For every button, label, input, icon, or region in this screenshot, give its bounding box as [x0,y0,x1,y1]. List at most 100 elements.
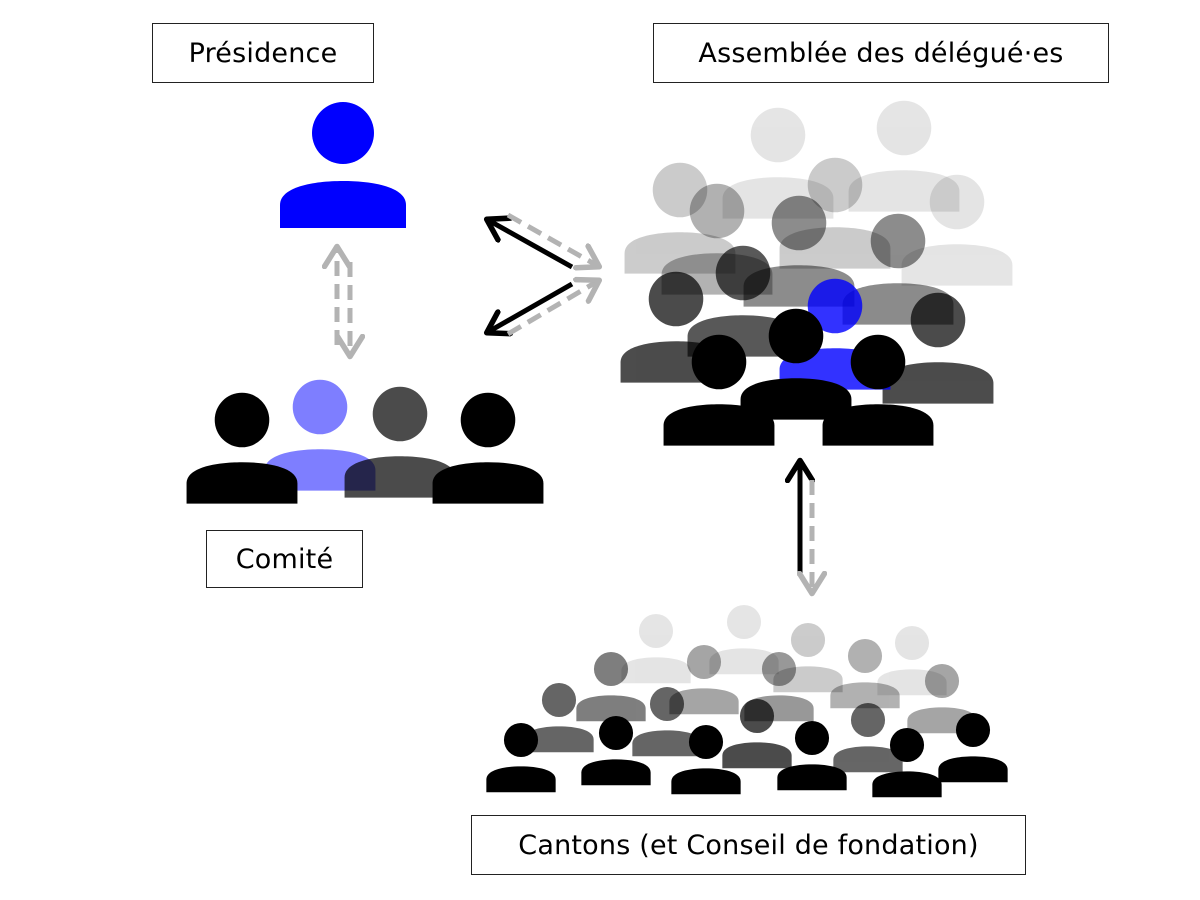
person-icon [901,174,1013,286]
solid-arrow-to-presidence [488,220,574,270]
presidence-label: Présidence [152,23,374,83]
person-icon [576,651,646,722]
person-head [541,682,577,718]
person-head [750,107,806,163]
person-head [688,724,724,760]
person-icon [740,308,852,420]
person-head [807,157,863,213]
person-icon [671,724,741,795]
dashed-arrow-to-assemblee [506,212,598,266]
person-head [870,213,926,269]
person-head [794,720,830,756]
cantons-label: Cantons (et Conseil de fondation) [471,815,1026,875]
person-body [432,462,544,504]
person-body [576,695,646,722]
person-body [740,378,852,420]
comite-person-group [186,379,544,504]
person-body [833,746,903,773]
person-body [779,227,891,269]
person-body [581,759,651,786]
person-body [486,766,556,793]
person-head [739,698,775,734]
person-body [777,764,847,791]
person-icon [581,715,651,786]
person-body [877,669,947,696]
person-body [938,756,1008,783]
person-head [292,379,348,435]
person-head [593,651,629,687]
person-body [722,742,792,769]
person-icon [432,392,544,504]
person-icon [773,622,843,693]
person-icon [848,100,960,212]
person-icon [632,686,702,757]
person-head [638,613,674,649]
presidence-comite-arrow [337,248,350,355]
person-head [652,162,708,218]
solid-arrow-to-comite [488,281,574,332]
person-body [621,657,691,684]
person-icon [722,107,834,219]
person-body [280,181,406,228]
person-head [503,722,539,758]
person-body [632,730,702,757]
person-head [847,638,883,674]
person-head [214,392,270,448]
person-icon [830,638,900,709]
person-head [761,651,797,687]
person-body [524,726,594,753]
person-body [882,362,994,404]
person-body [624,232,736,274]
person-head [929,174,985,230]
presidence-person-group [280,102,406,228]
person-body [344,456,456,498]
person-body [722,177,834,219]
person-head [850,702,886,738]
person-body [709,648,779,675]
person-icon [833,702,903,773]
person-head [598,715,634,751]
person-head [715,245,771,301]
person-body [901,244,1013,286]
person-head [894,625,930,661]
person-head [790,622,826,658]
person-head [910,292,966,348]
person-icon [938,712,1008,783]
person-head [726,604,762,640]
person-head [889,727,925,763]
person-head [649,686,685,722]
person-icon [669,644,739,715]
person-body [872,771,942,798]
person-icon [822,334,934,446]
person-icon [486,722,556,793]
person-icon [344,386,456,498]
assemblee-label: Assemblée des délégué·es [653,23,1109,83]
person-icon [709,604,779,675]
cantons-assemblee-arrow [800,462,812,592]
person-body [848,170,960,212]
person-head [807,278,863,334]
person-head [689,183,745,239]
person-head [460,392,516,448]
comite-label: Comité [206,530,363,588]
person-head [372,386,428,442]
presidence-assemblee-arrow [488,212,598,270]
person-head [924,663,960,699]
person-icon [524,682,594,753]
person-head [768,308,824,364]
person-icon [722,698,792,769]
comite-assemblee-arrow [488,281,598,334]
person-body [830,682,900,709]
person-body [822,404,934,446]
person-head [312,102,374,164]
person-icon [877,625,947,696]
assemblee-person-group [620,100,1013,446]
person-icon [186,392,298,504]
person-icon [779,157,891,269]
person-icon [280,102,406,228]
person-icon [882,292,994,404]
cantons-person-group [486,604,1008,798]
person-head [691,334,747,390]
person-head [648,271,704,327]
